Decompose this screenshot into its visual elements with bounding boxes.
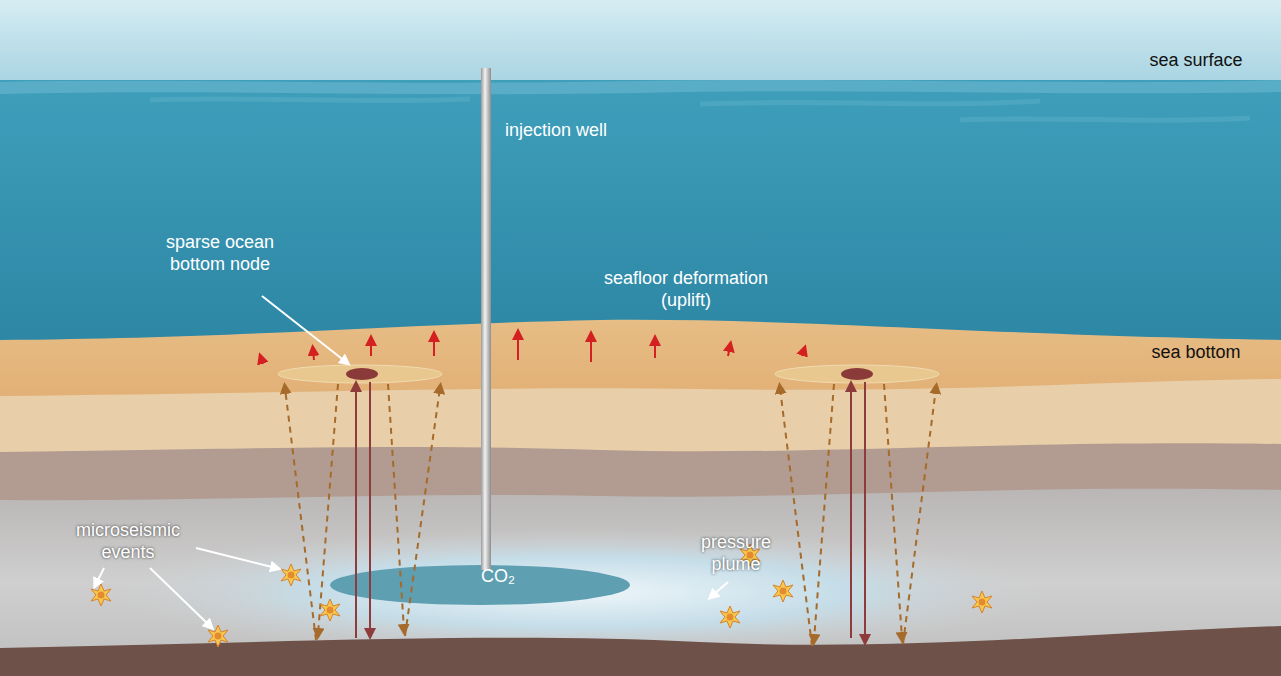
sea-surface-label: sea surface — [1126, 50, 1266, 72]
node-label: sparse ocean bottom node — [153, 232, 288, 275]
well-label: injection well — [481, 120, 631, 142]
co2-label: CO₂ — [473, 566, 523, 588]
deformation-label: seafloor deformation (uplift) — [584, 268, 789, 311]
plume-label: pressure plume — [689, 532, 784, 575]
microseismic-label: microseismic events — [66, 520, 191, 563]
sea-bottom-label: sea bottom — [1126, 342, 1266, 364]
